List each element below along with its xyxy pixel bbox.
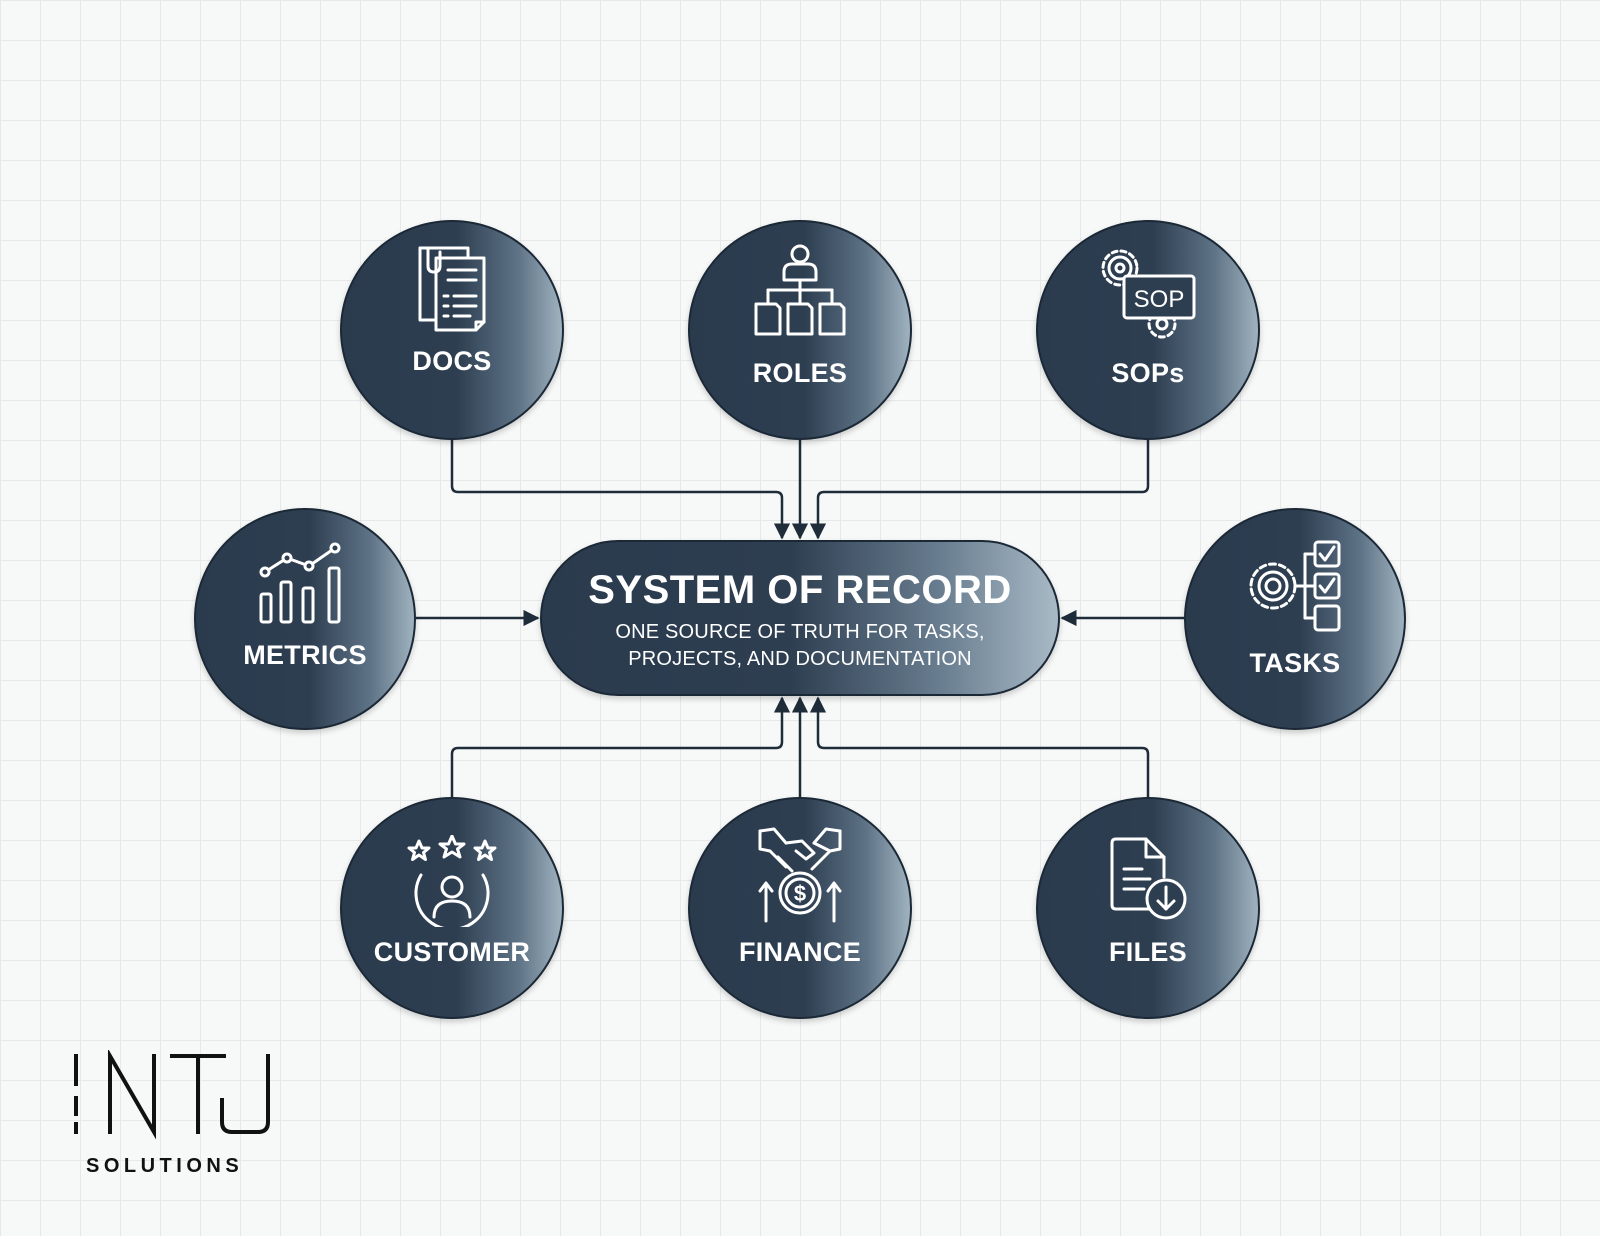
node-finance: $ FINANCE xyxy=(688,797,912,1019)
hub-subtitle: ONE SOURCE OF TRUTH FOR TASKS, PROJECTS,… xyxy=(615,621,985,670)
logo-tagline: SOLUTIONS xyxy=(86,1155,244,1177)
node-customer: CUSTOMER xyxy=(340,797,564,1019)
file-download-icon xyxy=(1108,837,1188,928)
node-label-files: FILES xyxy=(1108,937,1187,967)
intu-logo xyxy=(74,1050,270,1140)
customer-stars-icon xyxy=(407,834,497,932)
connector-docs xyxy=(450,436,791,540)
node-label-docs: DOCS xyxy=(412,346,492,376)
node-sops: SOP SOPs xyxy=(1036,220,1260,440)
svg-text:$: $ xyxy=(794,881,806,906)
org-chart-icon xyxy=(752,242,848,343)
node-files: FILES xyxy=(1036,797,1260,1019)
connector-files xyxy=(809,696,1150,797)
node-docs: DOCS xyxy=(340,220,564,440)
node-label-finance: FINANCE xyxy=(738,937,862,967)
gear-checklist-icon xyxy=(1245,534,1345,639)
document-stack-icon xyxy=(412,242,492,339)
node-label-sops: SOPs xyxy=(1111,358,1185,388)
sop-gears-icon: SOP xyxy=(1098,246,1198,347)
system-of-record-hub: SYSTEM OF RECORD ONE SOURCE OF TRUTH FOR… xyxy=(540,540,1060,696)
handshake-dollar-icon: $ xyxy=(756,825,844,930)
node-tasks: TASKS xyxy=(1184,508,1406,730)
node-label-roles: ROLES xyxy=(752,358,848,388)
node-label-metrics: METRICS xyxy=(243,640,367,670)
connector-sops xyxy=(809,436,1150,540)
svg-text:SOP: SOP xyxy=(1134,286,1185,313)
node-metrics: METRICS xyxy=(194,508,416,730)
node-roles: ROLES xyxy=(688,220,912,440)
hub-title: SYSTEM OF RECORD xyxy=(588,568,1012,612)
node-label-tasks: TASKS xyxy=(1249,648,1341,678)
connector-customer xyxy=(450,696,791,797)
bar-chart-icon xyxy=(257,538,353,633)
node-label-customer: CUSTOMER xyxy=(373,937,531,967)
